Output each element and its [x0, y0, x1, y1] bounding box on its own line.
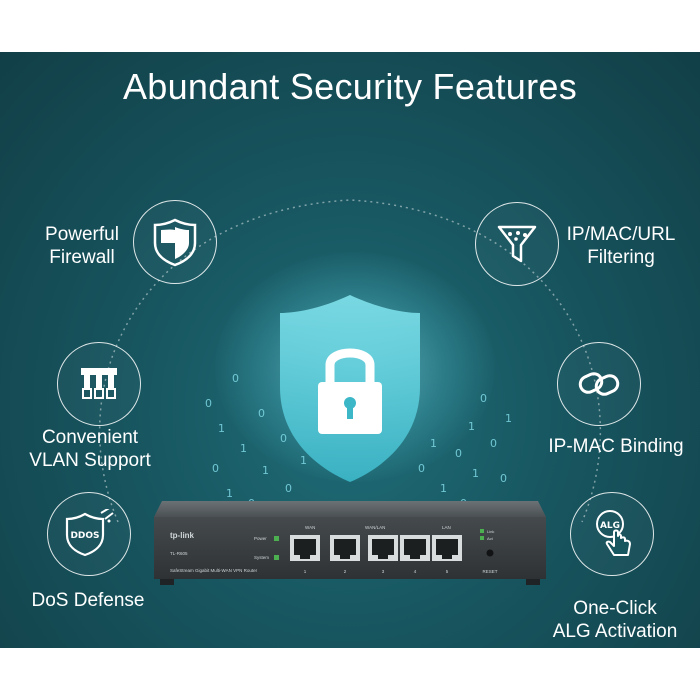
router-top — [154, 501, 546, 517]
vlan-icon — [81, 368, 117, 399]
svg-text:0: 0 — [490, 437, 497, 450]
system-indicator-label: System — [254, 555, 269, 560]
firewall-feature-circle — [133, 200, 217, 284]
svg-text:0: 0 — [205, 397, 212, 410]
ethernet-port — [432, 535, 462, 561]
act-label: Act — [487, 536, 494, 541]
vlan-feature-circle — [57, 342, 141, 426]
svg-text:0: 0 — [455, 447, 462, 460]
svg-text:1: 1 — [472, 467, 479, 480]
reset-button[interactable] — [486, 549, 494, 557]
padlock-shield-icon — [280, 295, 420, 482]
ethernet-port — [290, 535, 320, 561]
alg-touch-icon: ALG — [596, 510, 631, 556]
link-led — [480, 529, 484, 533]
svg-text:1: 1 — [468, 420, 475, 433]
reset-label: RESET — [482, 569, 497, 574]
wanlan-group-label: WAN/LAN — [365, 525, 385, 530]
svg-text:1: 1 — [300, 454, 307, 467]
router-brand: tp-link — [170, 531, 195, 540]
filtering-feature-circle — [475, 202, 559, 286]
lan-group-label: LAN — [442, 525, 451, 530]
router-description: SafeStream Gigabit Multi-WAN VPN Router — [170, 568, 258, 573]
svg-text:0: 0 — [480, 392, 487, 405]
svg-text:0: 0 — [418, 462, 425, 475]
wan-group-label: WAN — [305, 525, 315, 530]
svg-text:1: 1 — [226, 487, 233, 500]
shield-icon — [153, 218, 197, 267]
ddos-text: DDOS — [70, 531, 99, 541]
router-device: tp-link TL-R605 SafeStream Gigabit Multi… — [154, 501, 546, 585]
svg-text:1: 1 — [430, 437, 437, 450]
svg-text:0: 0 — [212, 462, 219, 475]
svg-text:1: 1 — [505, 412, 512, 425]
svg-text:0: 0 — [280, 432, 287, 445]
system-led — [274, 555, 279, 560]
power-led — [274, 536, 279, 541]
binding-label: IP-MAC Binding — [548, 436, 684, 457]
port-number: 2 — [344, 569, 347, 574]
svg-text:1: 1 — [440, 482, 447, 495]
filtering-label: IP/MAC/URL Filtering — [566, 224, 676, 268]
dos-label: DoS Defense — [31, 590, 145, 611]
dos-feature-circle: DDOS — [47, 492, 131, 576]
alg-text: ALG — [600, 521, 620, 531]
page-title: Abundant Security Features — [122, 66, 578, 107]
ethernet-ports — [290, 535, 462, 561]
router-model: TL-R605 — [170, 551, 188, 556]
svg-text:0: 0 — [258, 407, 265, 420]
link-label: Link — [487, 529, 494, 534]
svg-text:0: 0 — [232, 372, 239, 385]
port-number: 4 — [414, 569, 417, 574]
act-led — [480, 536, 484, 540]
svg-text:0: 0 — [285, 482, 292, 495]
power-indicator-label: Power — [254, 536, 267, 541]
ddos-shield-icon: DDOS — [65, 509, 114, 557]
alg-feature-circle: ALG — [570, 492, 654, 576]
link-icon — [578, 372, 620, 396]
firewall-label: Powerful Firewall — [45, 224, 119, 268]
vlan-label: Convenient VLAN Support — [29, 427, 151, 471]
svg-text:1: 1 — [262, 464, 269, 477]
alg-label: One-Click ALG Activation — [552, 598, 678, 642]
filter-icon — [497, 225, 537, 263]
svg-text:0: 0 — [500, 472, 507, 485]
ethernet-port — [368, 535, 398, 561]
port-number: 5 — [446, 569, 449, 574]
ethernet-port — [330, 535, 360, 561]
binding-feature-circle — [557, 342, 641, 426]
svg-text:1: 1 — [218, 422, 225, 435]
ethernet-port — [400, 535, 430, 561]
svg-text:1: 1 — [240, 442, 247, 455]
port-number: 1 — [304, 569, 307, 574]
port-number: 3 — [382, 569, 385, 574]
